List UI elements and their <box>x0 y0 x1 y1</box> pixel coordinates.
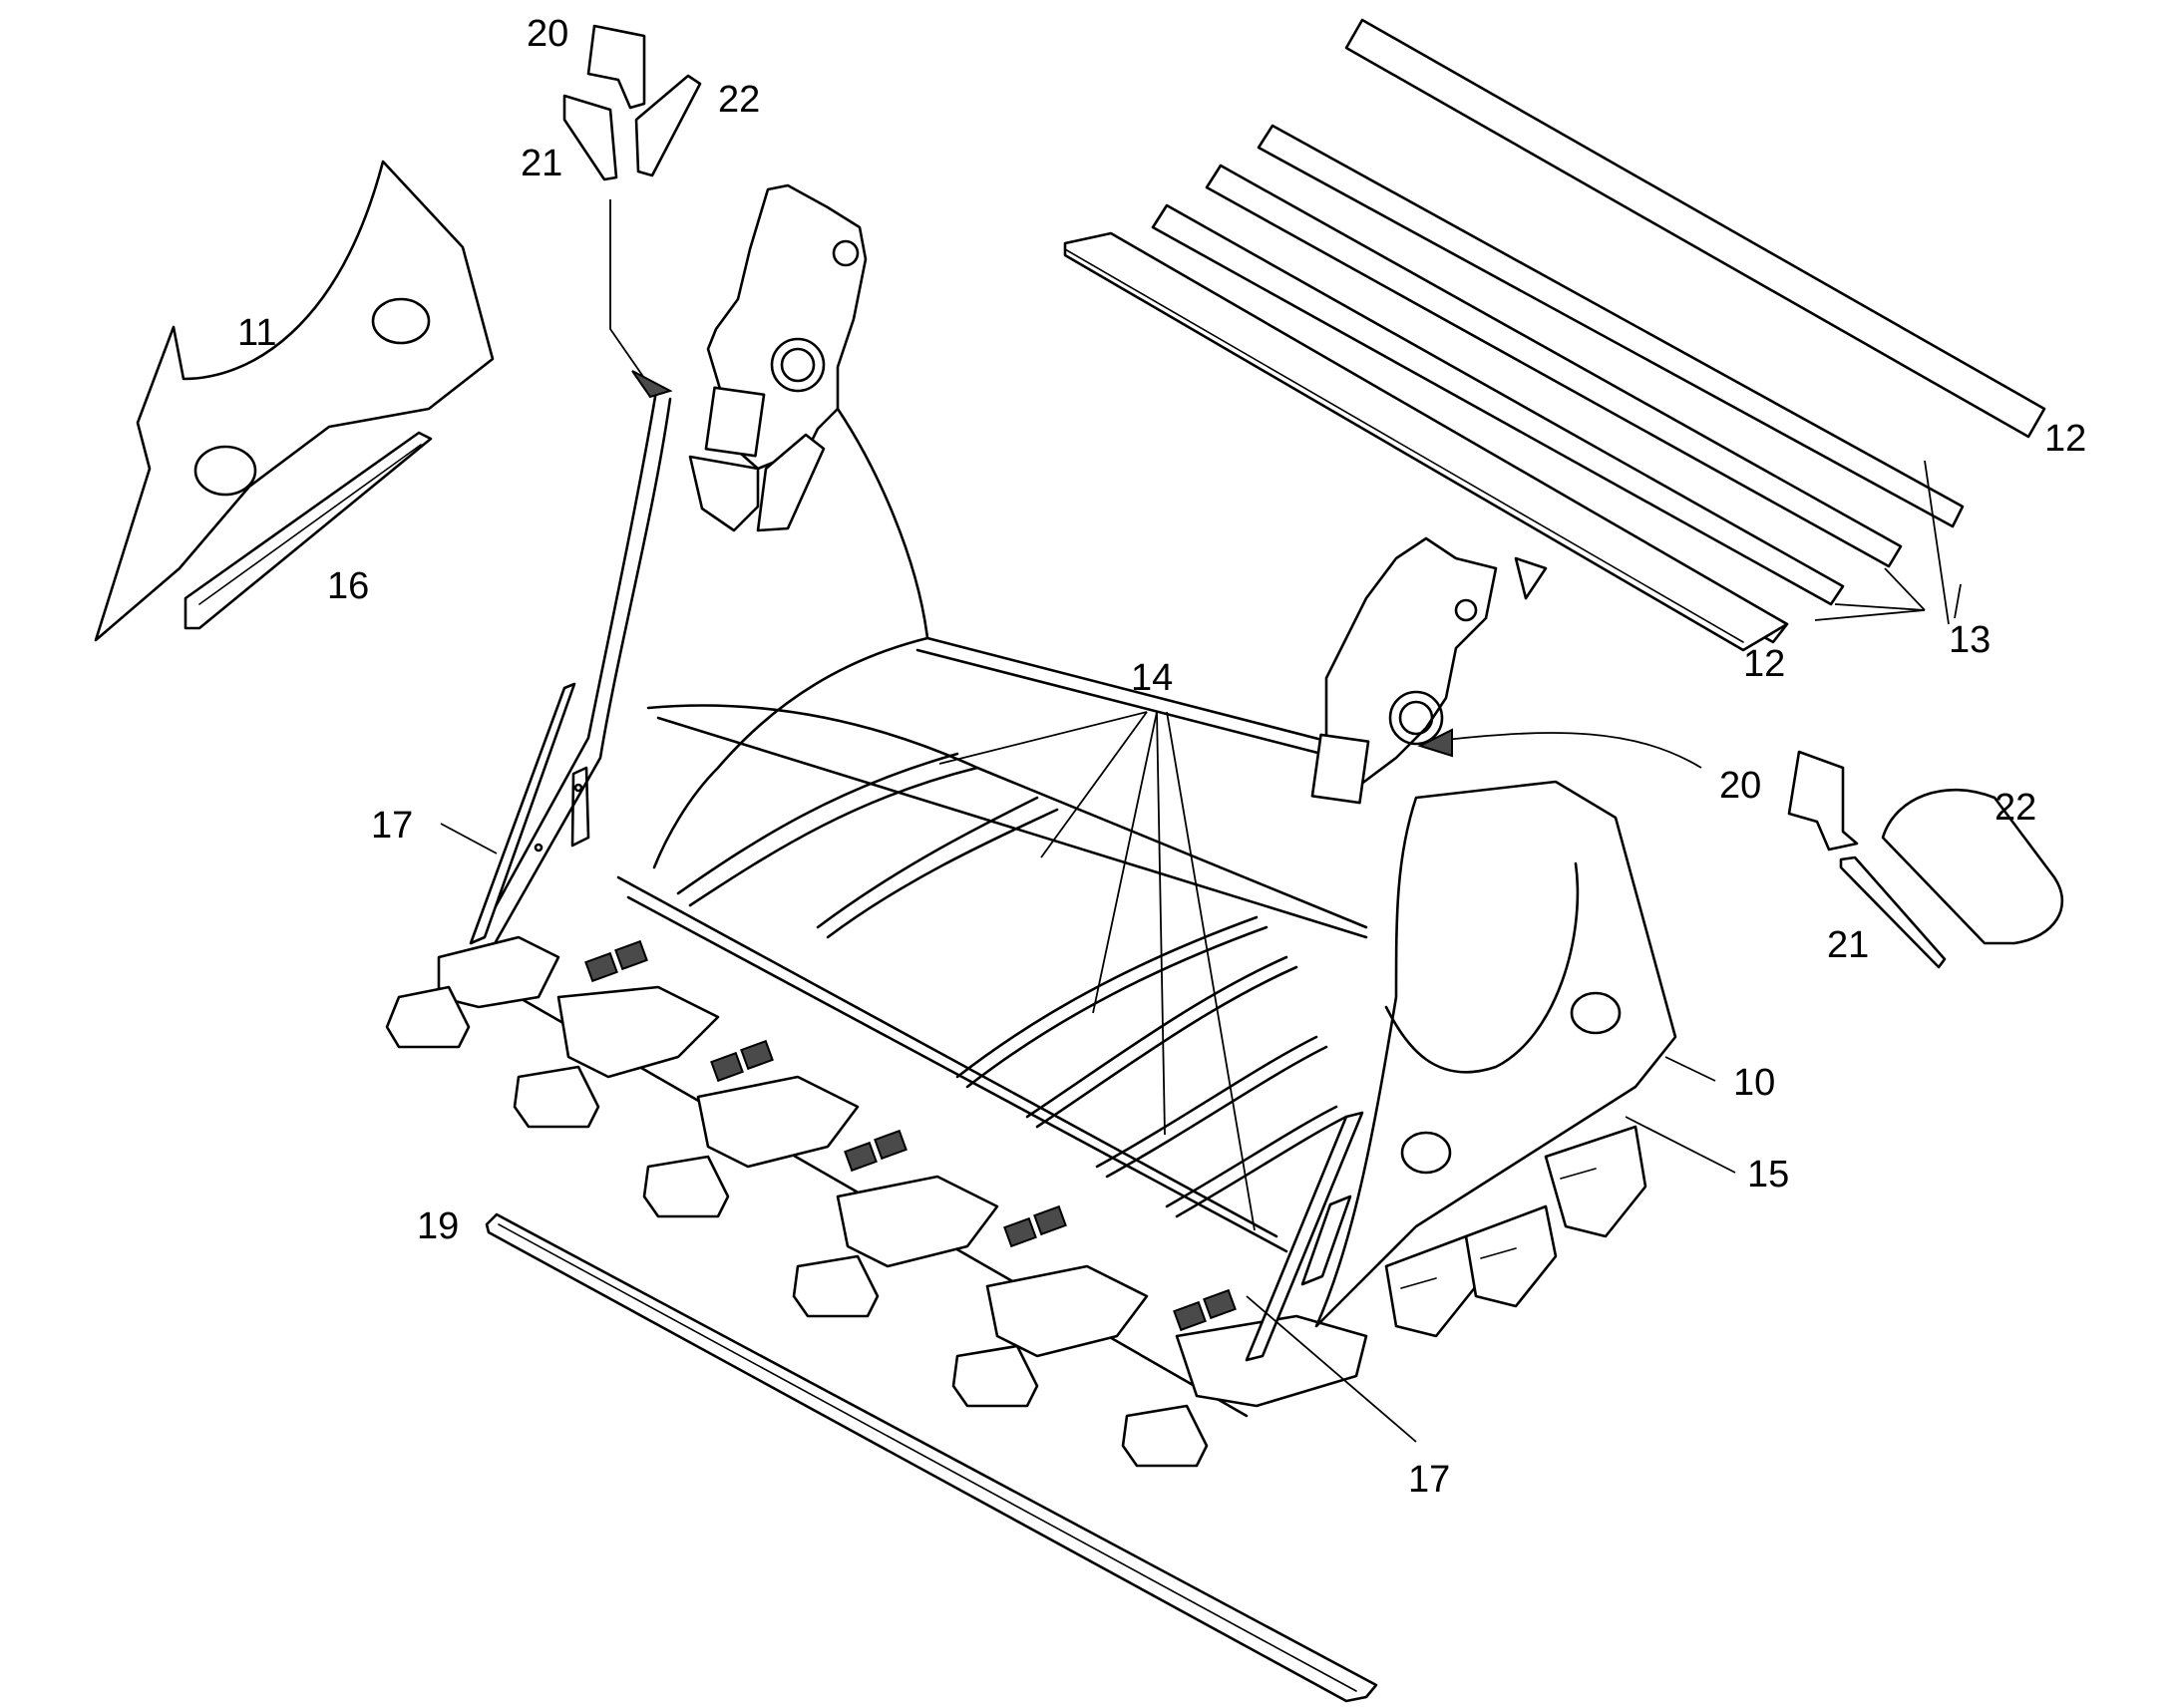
wear-strip-12-bottom <box>1063 231 1789 652</box>
tooth-4 <box>792 1175 999 1318</box>
callout-17-left: 17 <box>371 805 413 847</box>
pad-20-right <box>1787 750 1859 852</box>
tooth-6 <box>1121 1314 1368 1468</box>
pad-22-right <box>1881 788 2064 945</box>
pad-21-right <box>1839 855 1947 969</box>
side-strip-17-right <box>1245 1111 1364 1362</box>
callout-19: 19 <box>417 1205 459 1247</box>
callout-12-bottom: 12 <box>1743 643 1785 685</box>
bucket-floor-liners-14 <box>646 704 1368 1218</box>
wear-strip-16 <box>183 431 433 630</box>
callout-20-top: 20 <box>527 13 568 55</box>
callout-12-right: 12 <box>2044 418 2086 460</box>
side-strip-17-left <box>469 682 590 945</box>
callout-11: 11 <box>237 312 276 354</box>
callout-21-right: 21 <box>1827 924 1869 966</box>
callout-20-right: 20 <box>1719 765 1761 807</box>
callout-22-top: 22 <box>718 79 760 121</box>
heel-shrouds-15 <box>1384 1125 1647 1338</box>
pad-21-top <box>562 94 618 181</box>
side-plate-10 <box>1314 780 1677 1328</box>
callout-22-right: 22 <box>1995 787 2036 829</box>
wear-strip-12-top <box>1344 18 2046 439</box>
wear-strip-19 <box>485 1212 1378 1703</box>
bucket-left-side <box>477 389 1378 949</box>
callout-15: 15 <box>1747 1154 1789 1196</box>
adapter-locks <box>584 939 1237 1332</box>
tooth-5 <box>951 1264 1149 1408</box>
callout-17-bottom: 17 <box>1408 1459 1450 1501</box>
callout-13: 13 <box>1949 619 1991 661</box>
leader-lines <box>440 199 1962 1443</box>
pad-22-top <box>634 74 702 177</box>
tooth-2 <box>513 985 720 1129</box>
right-hanger <box>1310 536 1548 805</box>
callout-labels: 20 22 21 11 16 12 12 13 14 17 20 22 21 1… <box>237 13 2086 1501</box>
callout-10: 10 <box>1733 1062 1775 1104</box>
callout-16: 16 <box>327 565 369 607</box>
tooth-3 <box>642 1075 860 1218</box>
callout-14: 14 <box>1131 657 1173 699</box>
side-plate-11 <box>94 160 495 642</box>
callout-21-top: 21 <box>521 143 562 184</box>
pad-20-top <box>586 24 646 110</box>
tooth-1 <box>385 935 560 1049</box>
left-hanger <box>688 183 868 532</box>
